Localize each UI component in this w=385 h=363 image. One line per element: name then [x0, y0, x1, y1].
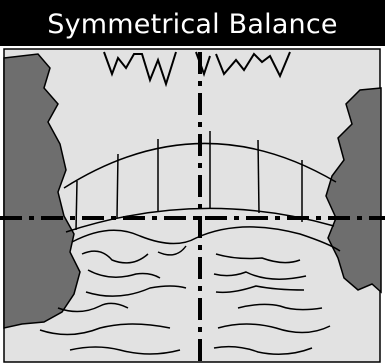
water-ripple — [69, 346, 181, 355]
bridge-supports — [75, 131, 303, 231]
water-ripple — [157, 245, 187, 256]
water-ripple — [81, 250, 149, 264]
title-bar: Symmetrical Balance — [0, 0, 385, 46]
water-ripple — [213, 345, 313, 355]
diagram-title: Symmetrical Balance — [47, 8, 338, 40]
water-ripple — [85, 285, 187, 297]
symmetry-illustration — [0, 48, 385, 363]
water-ripple — [57, 302, 129, 313]
water-ripple — [213, 271, 307, 280]
water-ripple — [217, 323, 331, 334]
water-ripple — [215, 285, 305, 294]
water-ripple — [39, 323, 171, 336]
water-ripple — [87, 269, 161, 279]
bridge-support — [75, 180, 78, 231]
bridge-support — [116, 153, 119, 219]
water-ripple — [215, 253, 301, 264]
water-ripple — [237, 303, 323, 311]
bridge-support — [257, 139, 260, 214]
water-ripples — [39, 226, 341, 355]
left-cliff — [3, 53, 81, 329]
water-ripple — [71, 226, 341, 252]
right-cliff — [325, 87, 382, 294]
